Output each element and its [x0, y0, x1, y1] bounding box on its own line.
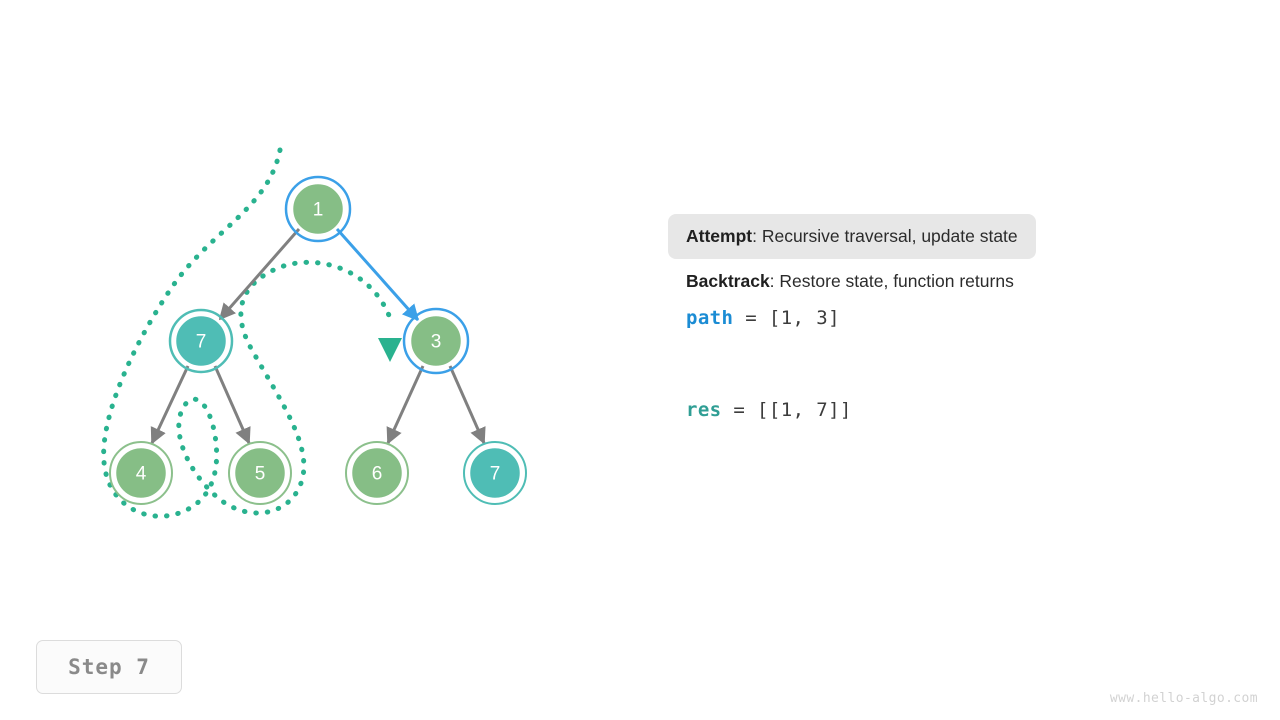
backtrack-text: : Restore state, function returns — [769, 270, 1014, 291]
node-1-label: 1 — [313, 200, 324, 221]
tree-node-3[interactable]: 3 — [402, 307, 470, 375]
node-5-label: 5 — [255, 464, 266, 485]
node-3-circle — [408, 313, 464, 369]
path-code-line: path = [1, 3] — [686, 293, 1186, 329]
node-7-left-circle — [173, 313, 229, 369]
res-code-line: res = [[1, 7]] — [686, 385, 1186, 421]
node-7-right-ring — [463, 441, 527, 505]
node-3-label: 3 — [431, 332, 442, 353]
info-panel: Attempt: Recursive traversal, update sta… — [668, 214, 1186, 421]
attempt-text: : Recursive traversal, update state — [752, 226, 1018, 246]
node-7-right-circle — [467, 445, 523, 501]
tree-node-6[interactable]: 6 — [345, 441, 409, 505]
tree-edges — [150, 228, 486, 445]
edge-3-to-6 — [386, 365, 425, 445]
tree-node-5[interactable]: 5 — [228, 441, 292, 505]
edge-1-to-3 — [335, 228, 420, 322]
node-3-highlight-ring — [402, 307, 470, 375]
res-value: = [[1, 7]] — [721, 398, 852, 421]
traversal-marker-triangle — [378, 338, 402, 362]
node-4-circle — [113, 445, 169, 501]
edge-7-to-4 — [150, 365, 190, 445]
path-value: = [1, 3] — [733, 306, 840, 329]
node-1-circle — [290, 181, 346, 237]
tree-node-1[interactable]: 1 — [284, 175, 352, 243]
node-4-label: 4 — [136, 464, 147, 485]
attempt-line: Attempt: Recursive traversal, update sta… — [668, 214, 1036, 259]
node-1-highlight-ring — [284, 175, 352, 243]
code-spacer — [686, 329, 1186, 385]
tree-node-4[interactable]: 4 — [109, 441, 173, 505]
step-badge-label: Step 7 — [68, 655, 150, 679]
path-variable: path — [686, 306, 734, 329]
tree-node-7-left[interactable]: 7 — [168, 308, 234, 374]
node-5-circle — [232, 445, 288, 501]
node-7-left-ring — [168, 308, 234, 374]
node-6-ring — [345, 441, 409, 505]
edge-1-to-7 — [218, 228, 301, 321]
node-6-label: 6 — [372, 464, 383, 485]
watermark-text: www.hello-algo.com — [1109, 691, 1258, 706]
node-6-circle — [349, 445, 405, 501]
edge-3-to-7 — [448, 365, 486, 445]
backtrack-label: Backtrack — [686, 270, 770, 291]
edge-7-to-5 — [213, 365, 251, 445]
node-5-ring — [228, 441, 292, 505]
backtrack-line: Backtrack: Restore state, function retur… — [686, 259, 1186, 293]
node-7-right-label: 7 — [490, 464, 501, 485]
node-7-left-label: 7 — [196, 332, 207, 353]
backtracking-dotted-path — [101, 147, 402, 519]
node-4-ring — [109, 441, 173, 505]
step-badge: Step 7 — [36, 640, 182, 694]
res-variable: res — [686, 398, 722, 421]
watermark: www.hello-algo.com — [1110, 691, 1258, 706]
attempt-label: Attempt — [686, 226, 753, 246]
tree-diagram: 1 7 3 4 5 6 7 — [101, 147, 527, 519]
tree-node-7-right[interactable]: 7 — [463, 441, 527, 505]
